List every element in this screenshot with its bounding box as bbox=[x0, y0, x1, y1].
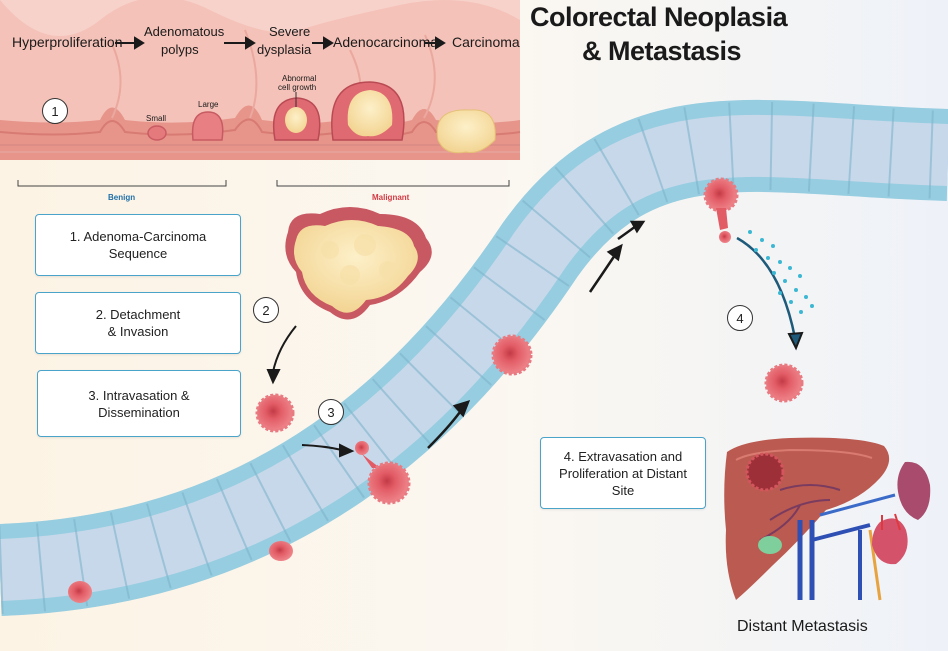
step-1-line-2: Sequence bbox=[108, 246, 168, 261]
cell-vessel-1 bbox=[491, 334, 533, 376]
curved-arrows bbox=[266, 236, 804, 458]
kidney-spleen bbox=[872, 461, 931, 565]
label-small: Small bbox=[146, 114, 167, 123]
detached-tumor bbox=[285, 207, 432, 320]
cell-vessel-3 bbox=[68, 581, 92, 603]
step-1-line-1: 1. Adenoma-Carcinoma bbox=[69, 229, 207, 244]
title-line-2: & Metastasis bbox=[582, 36, 742, 66]
step-box-3: 3. Intravasation &Dissemination bbox=[37, 370, 241, 437]
title-line-1: Colorectal Neoplasia bbox=[530, 2, 788, 32]
step-4-line-3: Site bbox=[611, 482, 635, 498]
flow-arrows bbox=[427, 220, 646, 449]
blood-vessel bbox=[0, 99, 948, 616]
step-number-4: 4 bbox=[727, 305, 753, 331]
step-4-line-1: 4. Extravasation and bbox=[563, 448, 683, 464]
colon-tissue bbox=[0, 0, 521, 160]
step-2-line-2: & Invasion bbox=[107, 324, 169, 339]
step-3-line-2: Dissemination bbox=[98, 404, 180, 420]
cell-vessel-2 bbox=[269, 541, 293, 561]
stage-carcinoma: Carcinoma bbox=[452, 34, 520, 50]
polyps bbox=[147, 81, 496, 154]
dissemination-dots bbox=[748, 230, 814, 314]
cell-extravasation bbox=[703, 177, 739, 243]
step-number-2: 2 bbox=[253, 297, 279, 323]
distant-metastasis-label: Distant Metastasis bbox=[737, 618, 868, 635]
stage-arrows bbox=[115, 36, 446, 50]
label-abnormal: Abnormal bbox=[282, 74, 317, 83]
cell-intravasation bbox=[355, 441, 411, 505]
cell-distant bbox=[764, 363, 804, 403]
step-number-3: 3 bbox=[318, 399, 344, 425]
stage-dysplasia: dysplasia bbox=[257, 42, 312, 57]
label-large: Large bbox=[198, 100, 219, 109]
cell-1 bbox=[255, 393, 295, 433]
stage-polyps: polyps bbox=[161, 42, 199, 57]
step-2-line-1: 2. Detachment bbox=[95, 307, 181, 322]
stage-adenocarcinoma: Adenocarcinoma bbox=[333, 34, 439, 50]
label-benign: Benign bbox=[108, 193, 136, 202]
step-box-2: 2. Detachment & Invasion bbox=[35, 292, 241, 354]
stage-severe: Severe bbox=[269, 24, 311, 39]
label-malignant: Malignant bbox=[372, 193, 410, 202]
stage-hyperproliferation: Hyperproliferation bbox=[12, 34, 123, 50]
step-3-line-1: 3. Intravasation & bbox=[88, 387, 190, 403]
step-number-1: 1 bbox=[42, 98, 68, 124]
liver-organ bbox=[724, 437, 896, 601]
step-4-line-2: Proliferation at Distant bbox=[559, 465, 687, 481]
stage-adenomatous: Adenomatous bbox=[144, 24, 225, 39]
cancer-cells bbox=[68, 177, 804, 603]
stage-brackets bbox=[17, 180, 510, 187]
label-cell-growth: cell growth bbox=[278, 83, 317, 92]
